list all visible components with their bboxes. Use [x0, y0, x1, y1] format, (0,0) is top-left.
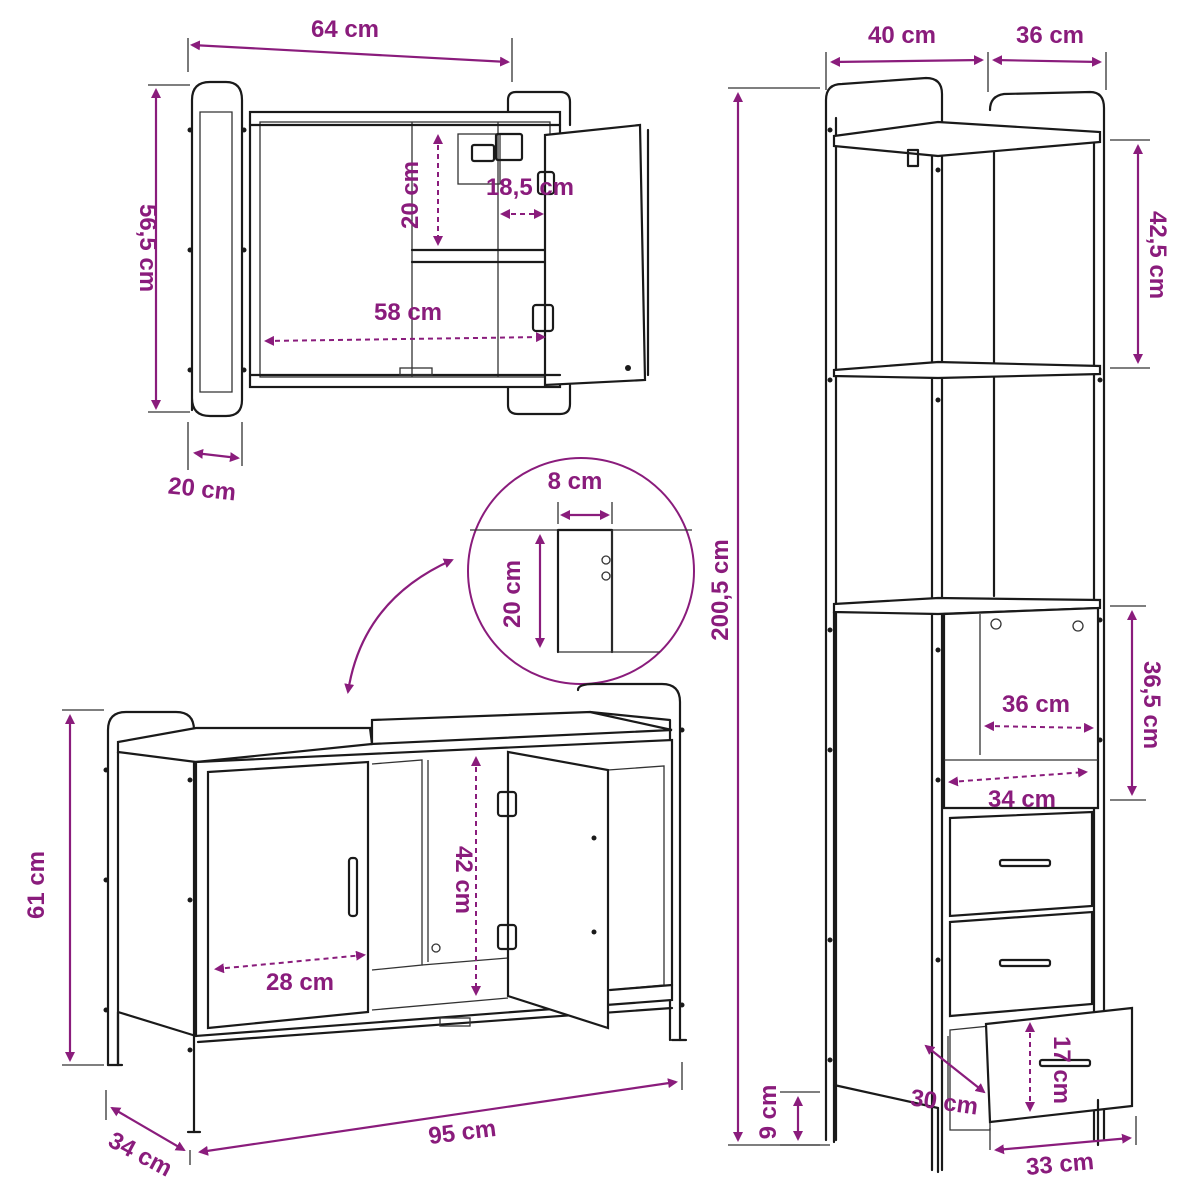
tall-depth-label: 36 cm	[1016, 22, 1084, 49]
wall-cabinet-drawing	[187, 80, 650, 418]
tall-drawer-depth-label: 30 cm	[909, 1084, 980, 1120]
tall-compartment-width-label: 36 cm	[1002, 691, 1070, 718]
detail-gap-width-label: 8 cm	[548, 468, 603, 495]
wall-inner-depth-label: 18,5 cm	[486, 174, 574, 201]
tall-width-label: 40 cm	[868, 22, 936, 49]
tall-leg-height-label: 9 cm	[755, 1085, 782, 1140]
base-depth-label: 34 cm	[104, 1127, 177, 1183]
base-cabinet-drawing	[103, 682, 688, 1134]
base-inner-width-label: 28 cm	[266, 969, 334, 996]
detail-callout-arrow	[344, 558, 454, 694]
wall-height-label: 56,5 cm	[134, 204, 161, 292]
tall-compartment-depth-label: 34 cm	[988, 786, 1056, 813]
tall-drawer-width-label: 33 cm	[1025, 1148, 1095, 1181]
wall-cabinet-dimensions: 64 cm 56,5 cm 20 cm 58 cm 20 cm 18,5 cm	[134, 16, 574, 506]
wall-width-label: 64 cm	[311, 16, 379, 43]
base-width-label: 95 cm	[427, 1115, 498, 1150]
tall-cabinet-dimensions: 40 cm 36 cm 200,5 cm 42,5 cm 36,5 cm 36 …	[707, 22, 1171, 1181]
tall-cabinet-drawing	[824, 76, 1134, 1174]
tall-height-label: 200,5 cm	[707, 539, 734, 640]
detail-circle: 8 cm 20 cm	[467, 457, 695, 685]
detail-gap-height-label: 20 cm	[499, 560, 526, 628]
wall-depth-label: 20 cm	[167, 473, 238, 507]
tall-shelf-height-label: 42,5 cm	[1144, 211, 1171, 299]
base-height-label: 61 cm	[23, 851, 50, 919]
wall-inner-height-label: 20 cm	[397, 161, 424, 229]
base-inner-height-label: 42 cm	[450, 846, 477, 914]
tall-compartment-height-label: 36,5 cm	[1138, 661, 1165, 749]
wall-inner-width-label: 58 cm	[374, 299, 442, 326]
tall-drawer-height-label: 17 cm	[1048, 1036, 1075, 1104]
